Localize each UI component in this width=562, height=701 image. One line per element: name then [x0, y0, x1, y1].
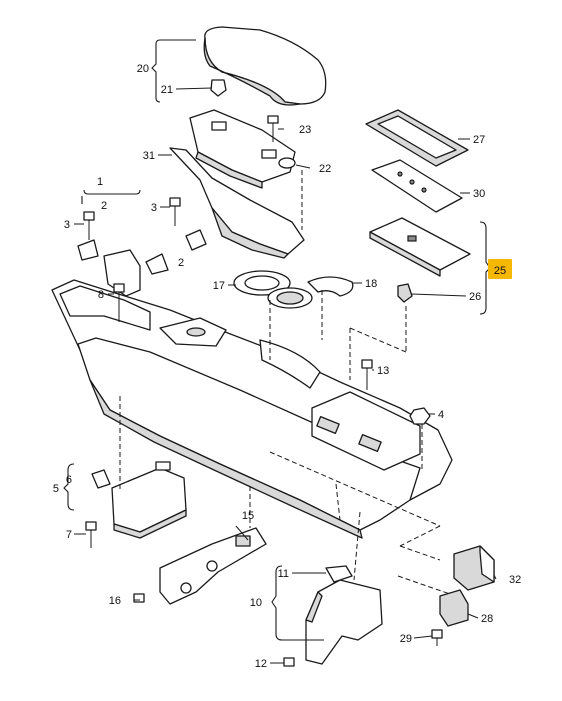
- callout-label-c16: 16: [109, 595, 121, 607]
- cable-bracket-part-15: [159, 527, 267, 605]
- mat-part-30: [371, 159, 463, 213]
- seal-ring-part-18: [307, 276, 354, 297]
- callout-label-c30: 30: [473, 188, 485, 200]
- callout-label-c4: 4: [438, 409, 444, 421]
- clip-part-26: [397, 283, 413, 303]
- screw-part-29: [431, 629, 443, 646]
- armrest-part-20: [203, 26, 327, 106]
- callout-label-c3b: 3: [151, 202, 157, 214]
- callout-label-c25: 25: [494, 265, 506, 277]
- mount-bracket-part-2-left: [77, 239, 141, 297]
- callout-label-c32: 32: [509, 574, 521, 586]
- screw-part-23: [267, 115, 279, 142]
- callout-label-c5: 5: [53, 483, 59, 495]
- callout-label-c6: 6: [66, 474, 72, 486]
- lower-bracket-assembly-part-5: [111, 461, 187, 539]
- seal-ring-part-17: [233, 270, 313, 309]
- callout-label-c17: 17: [213, 280, 225, 292]
- callout-label-c27: 27: [473, 134, 485, 146]
- nut-part-4: [409, 407, 431, 425]
- callout-label-c21: 21: [161, 84, 173, 96]
- callout-label-c8: 8: [98, 289, 104, 301]
- control-module-part-32: [453, 545, 495, 591]
- screw-part-3-right: [169, 197, 181, 226]
- callout-label-c22: 22: [319, 163, 331, 175]
- tray-part-25: [369, 217, 471, 277]
- screw-part-7: [85, 521, 97, 548]
- clip-part-6: [91, 469, 111, 489]
- clip-part-21: [210, 79, 227, 97]
- screw-part-13: [361, 359, 373, 390]
- assembly-dashed-lines: [119, 170, 451, 595]
- screw-part-8: [113, 283, 125, 322]
- bracket-part-28: [439, 589, 469, 627]
- clip-part-11: [325, 565, 353, 583]
- leader-lines: [74, 87, 497, 664]
- callout-label-c2a: 2: [101, 200, 107, 212]
- hinge-bracket-part-22: [189, 109, 296, 189]
- highlight-box-25: [488, 259, 512, 279]
- callout-label-c29: 29: [400, 633, 412, 645]
- callout-label-c2b: 2: [178, 257, 184, 269]
- grouping-brackets: [63, 39, 491, 641]
- callout-label-c3a: 3: [64, 219, 70, 231]
- callout-label-c23: 23: [299, 124, 311, 136]
- callout-label-c31: 31: [143, 150, 155, 162]
- callout-label-c15: 15: [242, 510, 254, 522]
- callout-label-c18: 18: [365, 278, 377, 290]
- callout-label-c28: 28: [481, 613, 493, 625]
- screw-part-12: [283, 657, 295, 667]
- callout-label-c10: 10: [250, 597, 262, 609]
- screw-part-3-left: [83, 211, 95, 240]
- gasket-part-27: [365, 109, 469, 167]
- center-console-body: [51, 279, 453, 539]
- callout-label-c11: 11: [278, 568, 289, 580]
- support-bracket-part-10: [305, 579, 383, 665]
- callout-label-c13: 13: [377, 365, 389, 377]
- mount-bracket-part-2-right: [145, 229, 207, 275]
- callout-label-c26: 26: [469, 291, 481, 303]
- screw-part-16: [133, 593, 145, 603]
- callout-label-c1: 1: [97, 176, 103, 188]
- callout-label-c20: 20: [137, 63, 149, 75]
- cover-part-31: [169, 147, 305, 255]
- callout-label-c7: 7: [66, 529, 72, 541]
- callout-label-c12: 12: [255, 658, 267, 670]
